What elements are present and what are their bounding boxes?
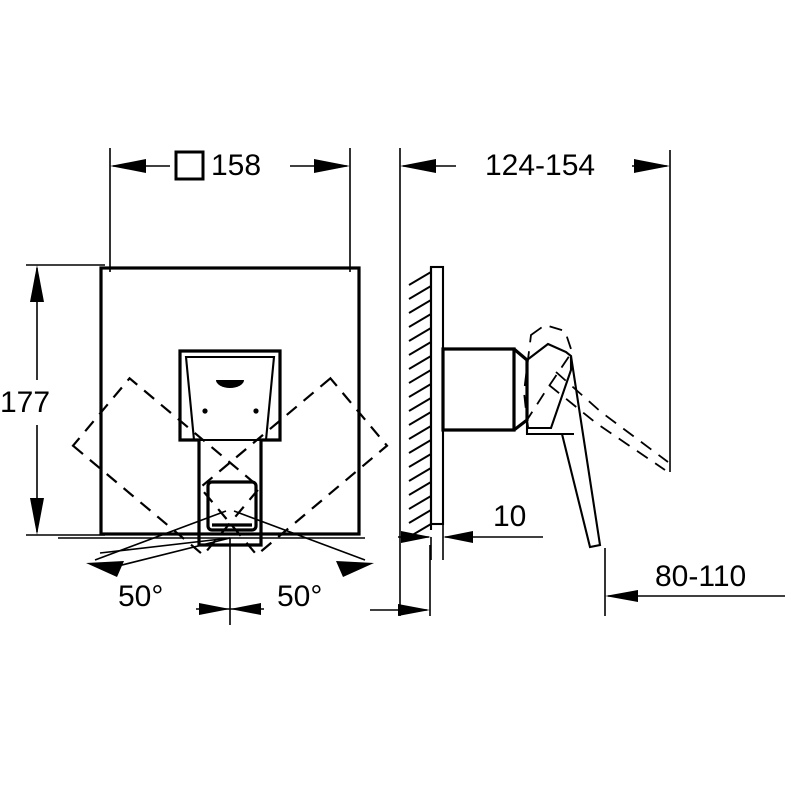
lever-swing-envelope-right xyxy=(198,376,389,557)
lever-raised-dashed-arm-lower xyxy=(548,384,666,471)
dim-label-124-154: 124-154 xyxy=(485,149,595,182)
escutcheon-section-outline xyxy=(429,265,445,526)
arrowhead-vertex-left xyxy=(199,603,230,615)
angle-ray-right xyxy=(233,510,366,561)
front-view: 158 177 xyxy=(0,148,389,625)
arrowhead-158-left xyxy=(110,159,146,173)
lever-raised-dashed-arm-upper xyxy=(555,371,669,463)
dim-label-10: 10 xyxy=(493,500,526,533)
arrowhead-80-110-left xyxy=(398,604,430,616)
handle-recess-outline xyxy=(206,480,258,532)
lever-arm-outline xyxy=(560,355,602,549)
dim-label-80-110: 80-110 xyxy=(655,560,746,593)
lever-swing-envelope-left xyxy=(71,376,262,557)
arrowhead-80-110-right xyxy=(605,590,638,602)
arrowhead-angle-right xyxy=(336,561,374,577)
faceplate-outline xyxy=(99,266,361,536)
arrowhead-10-right xyxy=(443,531,473,543)
arrowhead-vertex-right xyxy=(230,603,261,615)
dim-label-angle-right: 50° xyxy=(277,580,322,613)
screw-dot-right-icon xyxy=(253,408,259,414)
angle-leader-left xyxy=(109,537,231,569)
lever-shoulder xyxy=(525,420,574,436)
mixer-body-nose xyxy=(512,347,529,432)
lever-handle-top-bevel xyxy=(184,355,276,442)
lever-handle-outline xyxy=(178,349,282,547)
arrowhead-177-bottom xyxy=(30,498,44,535)
lever-raised-dashed-outline xyxy=(523,324,573,423)
wall-hatching xyxy=(408,271,432,538)
screw-dot-left-icon xyxy=(202,408,208,414)
square-symbol-icon xyxy=(174,150,205,181)
side-section-view: 124-154 xyxy=(370,148,785,616)
dim-label-177: 177 xyxy=(0,386,50,419)
mixer-body-outline xyxy=(441,347,516,432)
angle-ray-left xyxy=(94,510,227,561)
dim-label-angle-left: 50° xyxy=(118,580,163,613)
arrowhead-124-154-right xyxy=(634,159,670,173)
dim-label-158: 158 xyxy=(211,149,261,182)
arrowhead-10-left xyxy=(401,531,431,543)
arrowhead-124-154-left xyxy=(400,159,436,173)
arrowhead-158-right xyxy=(314,159,350,173)
arrowhead-angle-left xyxy=(86,561,124,577)
handle-indicator-icon xyxy=(216,380,244,388)
arrowhead-177-top xyxy=(30,265,44,302)
